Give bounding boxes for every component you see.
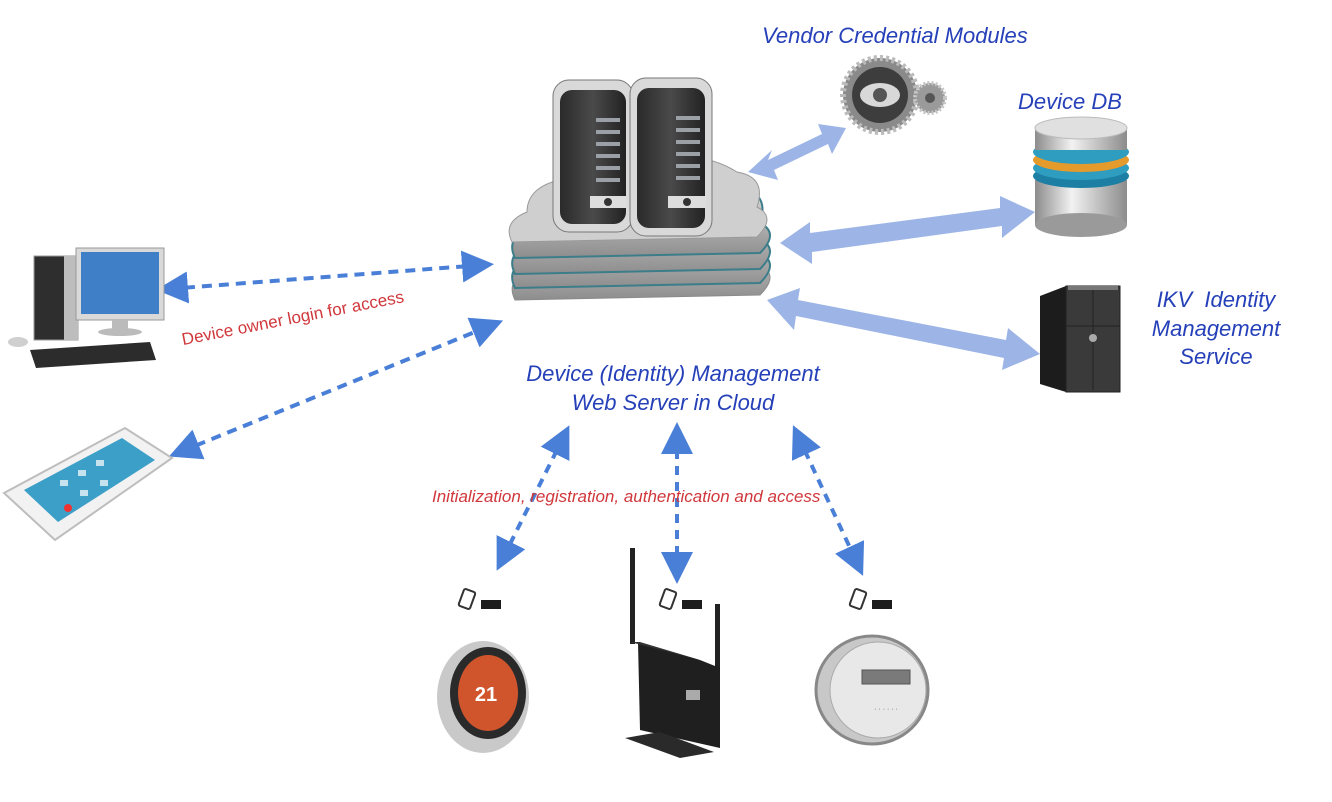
thermostat-display: 21	[475, 684, 497, 706]
svg-text:· · · · · ·: · · · · · ·	[874, 706, 898, 713]
cloud-server-label: Device (Identity) Management Web Server …	[492, 360, 854, 417]
db-link-arrow	[780, 196, 1035, 264]
init-flow-annotation: Initialization, registration, authentica…	[432, 487, 821, 506]
chip-card-icon	[848, 588, 892, 610]
phone-link-arrow	[168, 317, 504, 460]
ikv-link-arrow	[767, 288, 1040, 370]
cloud-server-label-line1: Device (Identity) Management	[526, 361, 820, 386]
ikv-service-label: IKV Identity Management Service	[1136, 286, 1296, 372]
device-db-label: Device DB	[1018, 89, 1122, 114]
ikv-label-line3: Service	[1179, 344, 1253, 370]
desktop-link-arrow	[156, 250, 494, 304]
ikv-label-line2: Management	[1151, 315, 1281, 341]
thermostat-link-arrow	[496, 425, 570, 571]
chip-card-icon	[457, 588, 501, 610]
vendor-link-arrow	[748, 124, 846, 180]
cloud-server-label-line2: Web Server in Cloud	[571, 389, 775, 415]
vendor-modules-label: Vendor Credential Modules	[762, 23, 1028, 48]
chip-card-icon	[658, 588, 702, 610]
ikv-label-line1: IKV Identity	[1156, 287, 1276, 312]
meter-link-arrow	[791, 425, 865, 576]
